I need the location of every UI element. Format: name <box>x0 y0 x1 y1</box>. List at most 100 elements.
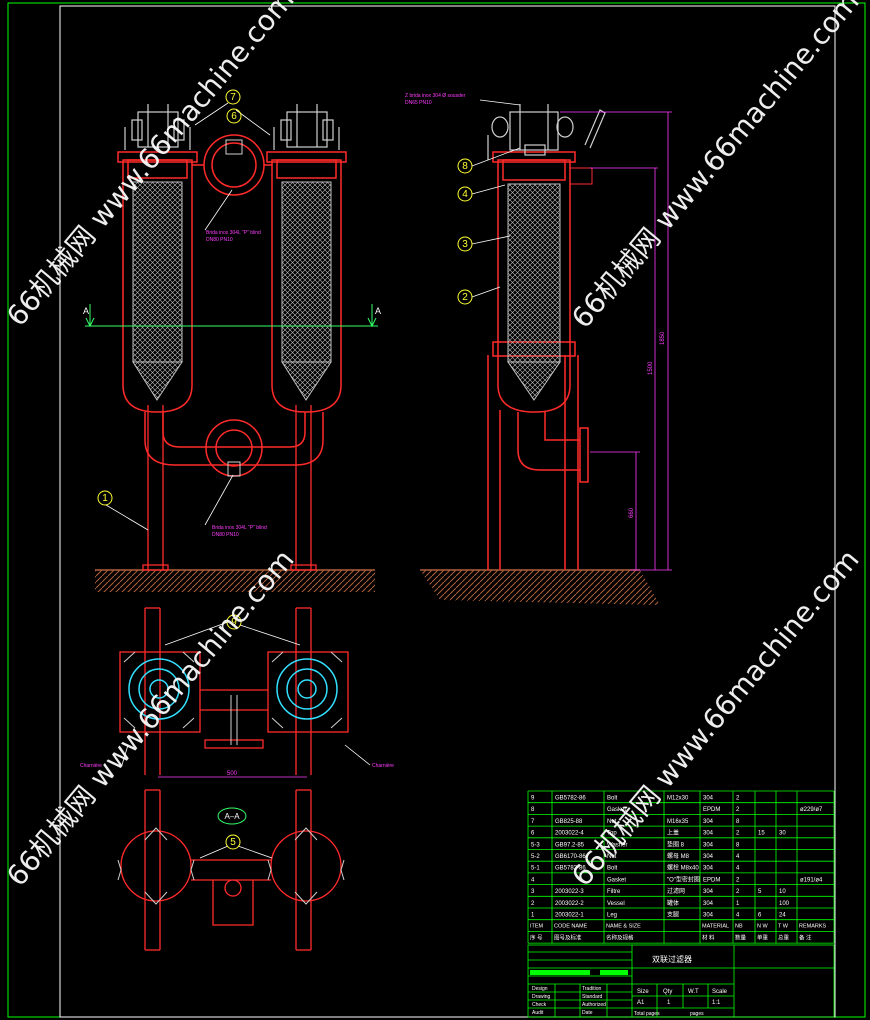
tb-tradition: Tradition <box>582 986 601 992</box>
left-vessel-front <box>117 151 198 413</box>
balloon-3 <box>457 236 473 252</box>
bom-cell-item: 5-2 <box>531 854 540 860</box>
bom-cell-material: 304 <box>703 796 714 802</box>
bom-cell-spec: 螺母 M8 <box>667 852 690 860</box>
bom-cell-item: 2 <box>531 901 535 907</box>
bom-cell-item: 9 <box>531 796 535 802</box>
bom-cell-code: 2003022-1 <box>555 913 584 919</box>
dim-width: 500 <box>227 771 238 777</box>
tb-audit: Audit <box>532 1010 544 1016</box>
bom-cell-nb: 8 <box>736 842 740 848</box>
bom-cell-item: 4 <box>531 877 535 883</box>
watermark-3: 66机械网 www.66machine.com <box>0 543 301 892</box>
right-filter-basket <box>281 181 332 363</box>
bom-header-cn-tw: 总重 <box>778 933 790 941</box>
plan-view: 9 Charnière Charnière 500 <box>80 607 394 778</box>
balloon-6 <box>226 108 242 124</box>
bom-cell-nb: 2 <box>736 877 740 883</box>
balloon-5-label: 5 <box>230 837 236 848</box>
bom-cell-code: 2003022-3 <box>555 889 584 895</box>
bom-cell-nb: 4 <box>736 866 740 872</box>
flange-note: Brida inox 304L "P" blind <box>206 230 261 236</box>
tb-standard: Standard <box>582 994 603 1000</box>
left-filter-basket <box>132 181 183 363</box>
balloon-9-label: 9 <box>231 617 237 628</box>
inner-frame <box>59 5 836 1018</box>
bom-cell-tw: 30 <box>779 831 786 837</box>
balloon-4-label: 4 <box>462 189 468 200</box>
section-left-vessel <box>120 830 192 902</box>
section-label: A–A <box>224 812 240 821</box>
bom-cell-spec: 罐体 <box>667 899 679 907</box>
dim-mid: 1500 <box>648 361 654 375</box>
tb-check: Check <box>532 1002 547 1008</box>
balloon-9 <box>226 614 242 630</box>
bom-cell-material: 304 <box>703 854 714 860</box>
tb-design: Design <box>532 986 548 992</box>
bom-cell-nb: 8 <box>736 819 740 825</box>
bom-cell-nb: 4 <box>736 913 740 919</box>
section-mark-left: A <box>83 306 89 316</box>
bom-header-tw: T W <box>778 924 789 930</box>
bom-cell-material: 304 <box>703 889 714 895</box>
balloon-7-label: 7 <box>230 92 236 103</box>
bom-header-cn-nw: 单重 <box>757 933 769 941</box>
bom-cell-name: Bolt <box>607 796 618 802</box>
bom-cell-spec: "O"型密封圈 <box>667 875 700 883</box>
tb-authorized: Authorized <box>582 1002 606 1008</box>
flange-note-2: DN80 PN10 <box>206 237 233 243</box>
bom-cell-name: Washer <box>607 842 627 848</box>
bom-header-material: MATERIAL <box>702 924 729 930</box>
tb-qty-label: Qty <box>663 989 672 995</box>
balloon-8-label: 8 <box>462 161 468 172</box>
bom-cell-code: GB97.2-85 <box>555 842 585 848</box>
bom-cell-material: 304 <box>703 913 714 919</box>
inlet-flange <box>192 134 272 196</box>
bom-cell-name: Nut <box>607 854 617 860</box>
section-mark-right: A <box>375 306 381 316</box>
title-block <box>527 944 835 1018</box>
tb-pages: pages <box>690 1011 704 1017</box>
side-top-note: Z brida inox 304 Ø sousder <box>405 93 466 99</box>
tb-size: A1 <box>637 1000 645 1006</box>
tb-qty: 1 <box>667 1000 671 1006</box>
title-bar-1 <box>530 970 590 975</box>
bom-cell-item: 3 <box>531 889 535 895</box>
side-filter-basket <box>507 183 561 363</box>
side-top-note-2: DN65 PN10 <box>405 100 432 106</box>
tb-date: Date <box>582 1010 593 1016</box>
bom-cell-nw: 5 <box>758 889 762 895</box>
balloon-3-label: 3 <box>462 239 468 250</box>
bom-cell-remarks: ø191/ø4 <box>800 877 823 883</box>
title-bar-2 <box>600 970 628 975</box>
bom-cell-item: 1 <box>531 913 535 919</box>
tb-scale: 1:1 <box>712 1000 721 1006</box>
bom-cell-name: Vessel <box>607 901 625 907</box>
balloon-2-label: 2 <box>462 292 468 303</box>
bom-cell-tw: 10 <box>779 889 786 895</box>
side-view: 1850 1500 660 8 4 3 2 Z brida inox 304 Ø… <box>405 93 672 605</box>
bom-cell-material: EPDM <box>703 877 720 883</box>
bom-cell-name: Bolt <box>607 866 618 872</box>
bom-cell-nb: 2 <box>736 831 740 837</box>
bom-cell-nw: 6 <box>758 913 762 919</box>
bom-cell-code: GB5782-86 <box>555 796 586 802</box>
dim-bottom: 660 <box>629 507 635 518</box>
bom-cell-nb: 2 <box>736 796 740 802</box>
bom-cell-material: 304 <box>703 819 714 825</box>
bom-cell-spec: 上盖 <box>667 829 679 837</box>
bom-header-name: NAME & SIZE <box>606 924 641 930</box>
balloon-1-label: 1 <box>102 493 108 504</box>
bom-cell-nb: 1 <box>736 901 740 907</box>
tb-scale-label: Scale <box>712 989 728 995</box>
bom-cell-item: 8 <box>531 807 535 813</box>
bom-header-code: CODE NAME <box>554 924 588 930</box>
plan-left-cover <box>128 658 190 720</box>
ground-front <box>95 570 375 592</box>
bom-cell-spec: 过滤网 <box>667 887 685 895</box>
bom-cell-tw: 100 <box>779 901 790 907</box>
right-vessel-front <box>266 151 347 413</box>
bom-cell-spec: M12x30 <box>667 796 689 802</box>
